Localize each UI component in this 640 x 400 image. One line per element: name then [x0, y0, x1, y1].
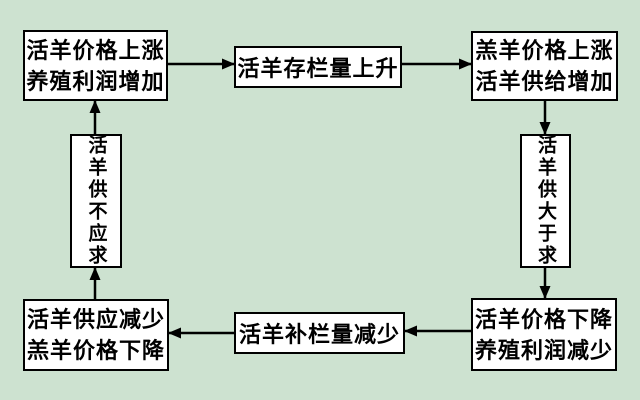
node-price-up-profit-up: 活羊价格上涨 养殖利润增加 [23, 30, 168, 101]
node-text-line: 羔羊价格下降 [26, 338, 165, 363]
node-text-line: 活羊补栏量减少 [238, 322, 400, 347]
node-text-line: 活羊存栏量上升 [237, 56, 399, 81]
node-supply-down-lamb-price-down: 活羊供应减少 羔羊价格下降 [23, 299, 169, 371]
node-text-line: 羔羊价格上涨 [475, 38, 614, 63]
node-lamb-price-up-supply-up: 羔羊价格上涨 活羊供给增加 [471, 31, 618, 101]
node-text-line: 养殖利润增加 [26, 68, 165, 94]
node-text-line: 活羊供应减少 [26, 307, 165, 332]
node-text-line: 活羊价格下降 [474, 306, 613, 332]
node-text-line: 活羊供不应求 [85, 135, 107, 267]
node-text-line: 活羊价格上涨 [26, 37, 165, 63]
node-supply-shortage: 活羊供不应求 [70, 134, 122, 268]
node-text-line: 活羊供大于求 [535, 135, 556, 267]
node-supply-exceeds-demand: 活羊供大于求 [520, 134, 571, 268]
node-restocking-down: 活羊补栏量减少 [234, 312, 405, 354]
node-inventory-up: 活羊存栏量上升 [234, 46, 402, 88]
node-text-line: 活羊供给增加 [475, 69, 614, 94]
node-text-line: 养殖利润减少 [474, 337, 613, 363]
node-price-down-profit-down: 活羊价格下降 养殖利润减少 [471, 298, 617, 371]
